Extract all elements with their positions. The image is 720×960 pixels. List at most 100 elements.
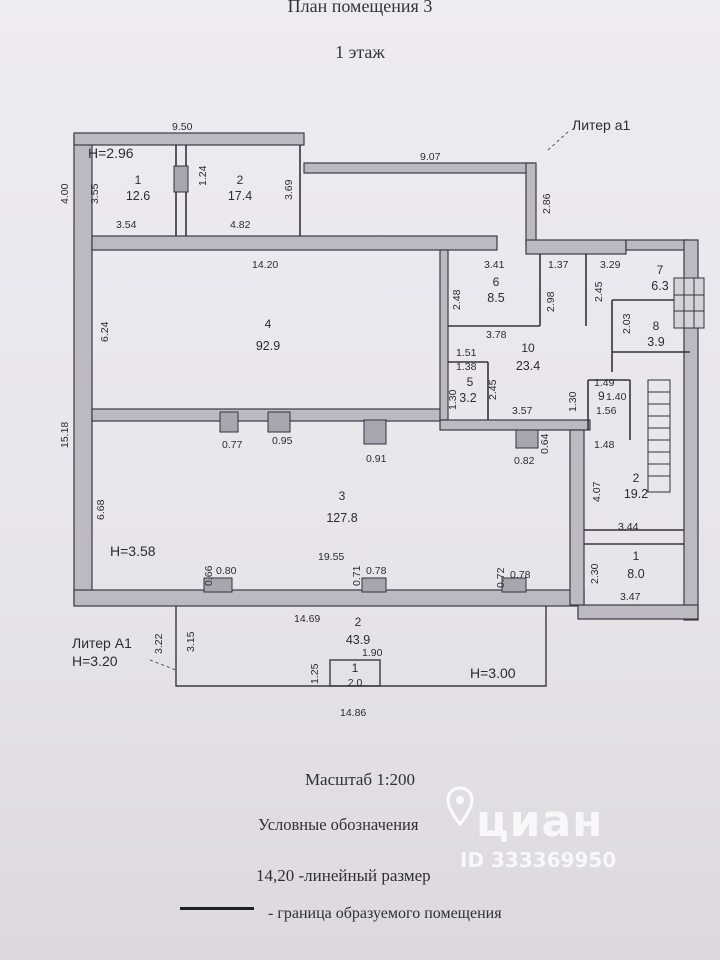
svg-text:1.56: 1.56 <box>596 405 617 417</box>
dim-245: 2.45 <box>593 281 605 302</box>
svg-text:17.4: 17.4 <box>228 189 252 203</box>
watermark: циан ID 333369950 <box>440 778 670 878</box>
dim-354: 3.54 <box>116 219 137 231</box>
dim-066: 0.66 <box>203 565 215 586</box>
dim-315: 3.15 <box>185 631 197 652</box>
dim-1955: 19.55 <box>318 551 344 563</box>
svg-text:3.9: 3.9 <box>647 335 664 349</box>
dim-078a: 0.78 <box>366 565 387 577</box>
annex-room1 <box>329 659 381 687</box>
dim-1420: 14.20 <box>252 259 278 271</box>
dim-298: 2.98 <box>545 291 557 312</box>
svg-text:23.4: 23.4 <box>516 359 540 373</box>
dim-149: 1.49 <box>594 377 615 389</box>
svg-text:8: 8 <box>653 319 660 333</box>
room-8: 8 3.9 <box>647 319 664 349</box>
svg-text:43.9: 43.9 <box>346 633 370 647</box>
svg-text:19.2: 19.2 <box>624 487 648 501</box>
dim-140: 1.40 <box>606 391 627 403</box>
dim-082: 0.82 <box>514 455 535 467</box>
dim-357: 3.57 <box>512 405 533 417</box>
room-7: 7 6.3 <box>651 263 668 293</box>
dim-1469: 14.69 <box>294 613 320 625</box>
window-block <box>673 277 705 329</box>
dim-190: 1.90 <box>362 647 383 659</box>
pillar-2 <box>267 411 291 433</box>
inner-partitions <box>175 145 690 545</box>
legend-boundary: - граница образуемого помещения <box>268 905 502 922</box>
dim-369: 3.69 <box>283 179 295 200</box>
dim-151: 1.51 <box>456 347 477 359</box>
dim-080: 0.80 <box>216 565 237 577</box>
svg-text:6: 6 <box>493 275 500 289</box>
pillar-7 <box>501 577 527 593</box>
svg-text:2.0: 2.0 <box>348 677 363 689</box>
wall-bottom-right <box>577 604 699 620</box>
watermark-id: ID 333369950 <box>460 848 617 872</box>
floor-label: 1 этаж <box>335 42 385 62</box>
wall-right-top <box>525 239 627 255</box>
svg-text:3: 3 <box>339 489 346 503</box>
room-3: 3 127.8 <box>326 489 357 525</box>
room1-height: H=2.96 <box>88 145 134 161</box>
dim-095: 0.95 <box>272 435 293 447</box>
svg-text:1: 1 <box>633 549 640 563</box>
svg-text:8.5: 8.5 <box>487 291 504 305</box>
dim-378: 3.78 <box>486 329 507 341</box>
svg-text:7: 7 <box>657 263 664 277</box>
wall-between-4-3 <box>91 408 443 422</box>
wall-room10-bottom <box>439 419 591 431</box>
svg-text:3.2: 3.2 <box>459 391 476 405</box>
scale-label: Масштаб 1:200 <box>304 770 416 789</box>
wall-top-right <box>303 162 535 174</box>
dim-1518: 15.18 <box>59 422 71 448</box>
dim-230: 2.30 <box>589 563 601 584</box>
svg-text:1: 1 <box>135 173 142 187</box>
dim-355: 3.55 <box>89 183 101 204</box>
outer-walls <box>73 132 699 621</box>
wall-top-left <box>73 132 305 146</box>
location-pin-icon <box>446 786 474 826</box>
dim-125: 1.25 <box>309 663 321 684</box>
dim-322: 3.22 <box>153 633 165 654</box>
dim-344: 3.44 <box>618 521 639 533</box>
dim-329: 3.29 <box>600 259 621 271</box>
room-2-annex: 2 43.9 <box>346 615 370 647</box>
svg-text:2: 2 <box>237 173 244 187</box>
dim-078b: 0.78 <box>510 569 531 581</box>
pillar-5 <box>203 577 233 593</box>
dim-064: 0.64 <box>539 433 551 454</box>
dim-148: 1.48 <box>594 439 615 451</box>
floor-plan-drawing: H=2.96 Литер а1 Литер А1 H=3.20 H=3.58 H… <box>59 117 705 719</box>
svg-text:127.8: 127.8 <box>326 511 357 525</box>
letter-A1: Литер А1 <box>72 635 132 651</box>
wall-mid-upper <box>91 235 498 251</box>
letter-a1: Литер а1 <box>572 117 631 133</box>
dimension-labels: 9.50 9.07 4.00 3.55 3.54 1.24 4.82 3.69 … <box>59 121 641 719</box>
svg-text:2: 2 <box>633 471 640 485</box>
dim-407: 4.07 <box>591 481 603 502</box>
dim-668: 6.68 <box>95 499 107 520</box>
svg-text:12.6: 12.6 <box>126 189 150 203</box>
dim-072: 0.72 <box>495 567 507 588</box>
dim-071: 0.71 <box>351 565 363 586</box>
svg-text:9: 9 <box>598 389 605 403</box>
dim-130a: 1.30 <box>447 389 459 410</box>
annex <box>175 606 547 687</box>
dim-1486: 14.86 <box>340 707 366 719</box>
dim-245b: 2.45 <box>487 379 499 400</box>
wall-far-right-top <box>625 239 689 251</box>
room-6: 6 8.5 <box>487 275 504 305</box>
room-1-upper: 1 12.6 <box>126 173 150 203</box>
marker-lines <box>149 129 571 671</box>
room-4: 4 92.9 <box>256 317 280 353</box>
annex-height: H=3.00 <box>470 665 516 681</box>
room-10: 10 23.4 <box>516 341 540 373</box>
room-5: 5 3.2 <box>459 375 476 405</box>
svg-text:8.0: 8.0 <box>627 567 644 581</box>
dim-203: 2.03 <box>621 313 633 334</box>
legend-boundary-line <box>180 907 254 910</box>
wall-left <box>73 134 93 606</box>
dim-950: 9.50 <box>172 121 193 133</box>
